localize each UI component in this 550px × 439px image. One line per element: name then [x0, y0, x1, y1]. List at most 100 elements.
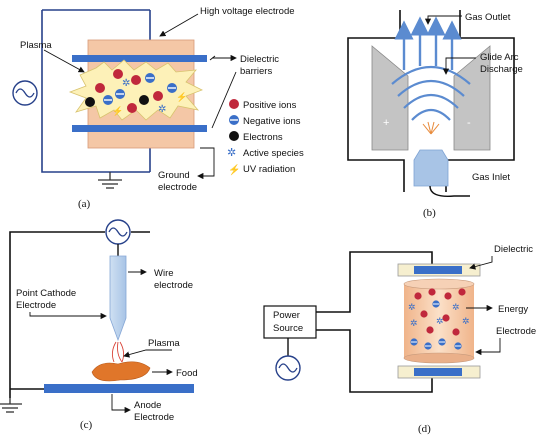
- positive-ion: [426, 326, 434, 334]
- uv-mark: ⚡: [112, 105, 123, 117]
- plasma-region: [68, 59, 203, 121]
- label-energy: Energy: [498, 304, 528, 315]
- outlet-arrow: [424, 15, 462, 25]
- label-anode: Anode: [134, 400, 161, 411]
- ac-source-icon: [275, 355, 301, 381]
- positive-ion-icon: [229, 99, 239, 109]
- positive-ion: [442, 314, 450, 322]
- left-electrode: [371, 45, 409, 151]
- negative-ion: [167, 83, 177, 93]
- caption-a: (a): [78, 198, 91, 210]
- label-ground-electrode-a: electrode: [158, 182, 197, 193]
- electron: [85, 97, 95, 107]
- label-wire-electrode: electrode: [154, 280, 193, 291]
- plasma-wisps: [111, 341, 125, 363]
- anode-electrode: [44, 384, 194, 393]
- legend-label-1: Negative ions: [243, 116, 301, 127]
- top-electrode-d: [414, 266, 462, 274]
- panel-d: Power Source ✲ ✲ ✲ ✲ ✲: [263, 244, 536, 435]
- label-gas-outlet: Gas Outlet: [465, 12, 511, 23]
- label-glide-arc: Glide Arc: [480, 52, 519, 63]
- negative-ion: [438, 338, 446, 346]
- label-ground-a: Ground: [158, 170, 190, 181]
- label-high-voltage: High voltage electrode: [200, 6, 295, 17]
- food-sample: [91, 361, 151, 382]
- dielectric-d-arrow: [469, 256, 493, 270]
- circuit-d-top: [316, 251, 433, 313]
- ground-icon: [98, 172, 122, 189]
- active-species-mark: ✲: [122, 78, 130, 89]
- panel-c: Wire electrode Point Cathode Electrode P…: [0, 219, 198, 431]
- active-species-mark: ✲: [410, 318, 418, 328]
- panel-a: ✲ ✲ ⚡ ⚡ High voltage electrode Plasma Di…: [12, 6, 304, 210]
- glide-arrow: [442, 57, 476, 75]
- active-species-mark: ✲: [452, 302, 460, 312]
- label-discharge: Discharge: [480, 64, 523, 75]
- legend-label-2: Electrons: [243, 132, 283, 143]
- anode-arrow: [111, 394, 131, 414]
- panel-b: + - Gas Outlet Glide Arc: [347, 10, 523, 219]
- negative-ion: [145, 73, 155, 83]
- electron: [139, 95, 149, 105]
- wire-electrode: [109, 255, 127, 342]
- gas-flow-arrows: [394, 16, 462, 70]
- caption-b: (b): [423, 207, 436, 219]
- positive-ion: [458, 288, 466, 296]
- positive-ion: [153, 91, 163, 101]
- bottom-electrode-d: [414, 368, 462, 376]
- label-plasma-c: Plasma: [148, 338, 180, 349]
- uv-mark: ⚡: [176, 91, 187, 103]
- legend-a: Positive ions Negative ions Electrons ✲ …: [227, 99, 304, 176]
- uv-radiation-icon: ⚡: [228, 163, 240, 176]
- dielectric-arrow-2: [211, 71, 237, 129]
- positive-ion: [95, 83, 105, 93]
- positive-ion: [428, 288, 436, 296]
- active-species-mark: ✲: [408, 302, 416, 312]
- legend-label-4: UV radiation: [243, 164, 295, 175]
- positive-ion: [414, 292, 422, 300]
- positive-ion: [444, 292, 452, 300]
- positive-ion: [131, 75, 141, 85]
- electrode-d-arrow: [475, 338, 501, 356]
- negative-ion: [410, 338, 418, 346]
- ac-source-icon: [12, 80, 38, 106]
- plasma-particles-d: ✲ ✲ ✲ ✲ ✲: [408, 288, 470, 350]
- negative-ion: [115, 89, 125, 99]
- positive-ion: [420, 310, 428, 318]
- label-plasma-a: Plasma: [20, 40, 52, 51]
- inlet-tube: [429, 185, 470, 197]
- positive-ion: [113, 69, 123, 79]
- caption-c: (c): [80, 419, 93, 431]
- negative-ion-icon: [229, 115, 239, 125]
- ground-arrow: [197, 147, 215, 180]
- label-power: Power: [273, 310, 300, 321]
- label-anode-electrode: Electrode: [134, 412, 174, 423]
- cylinder-bottom: [403, 352, 475, 364]
- negative-ion: [103, 95, 113, 105]
- label-food: Food: [176, 368, 198, 379]
- minus-sign: -: [467, 117, 471, 129]
- gas-nozzle: [413, 149, 449, 187]
- power-source-box: [263, 305, 317, 339]
- glide-arcs: [391, 65, 471, 121]
- positive-ion: [127, 103, 137, 113]
- label-dielectric-a: Dielectric: [240, 54, 279, 65]
- label-source: Source: [273, 323, 303, 334]
- negative-ion: [424, 342, 432, 350]
- electron-icon: [229, 131, 239, 141]
- label-wire: Wire: [154, 268, 174, 279]
- negative-ion: [454, 342, 462, 350]
- plasma-arrow: [43, 49, 85, 73]
- legend-label-3: Active species: [243, 148, 304, 159]
- plasma-particles: ✲ ✲ ⚡ ⚡: [85, 69, 187, 117]
- ground-electrode: [72, 125, 207, 132]
- cathode-arrow: [29, 312, 107, 320]
- legend-label-0: Positive ions: [243, 100, 297, 111]
- plus-sign: +: [383, 117, 389, 129]
- label-barriers-a: barriers: [240, 66, 272, 77]
- active-species-mark: ✲: [158, 104, 166, 115]
- circuit-wire: [41, 9, 150, 173]
- high-voltage-electrode: [72, 55, 207, 62]
